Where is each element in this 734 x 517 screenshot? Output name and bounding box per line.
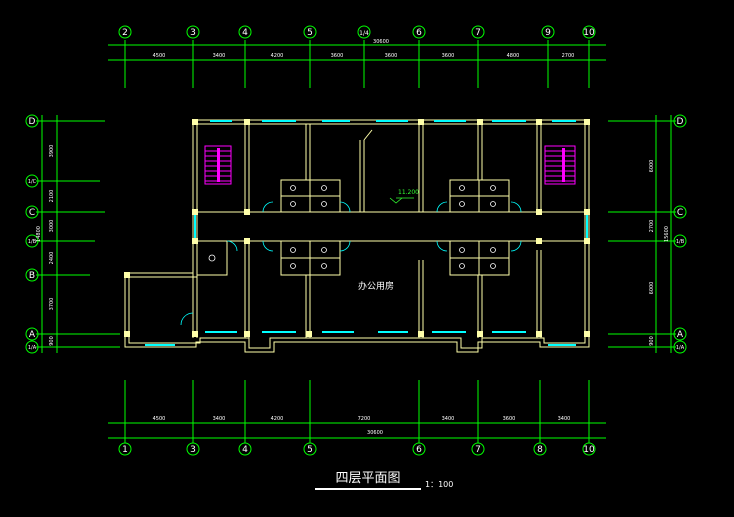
room-label: 办公用房 (358, 280, 394, 292)
left-dim: 3900 (49, 145, 55, 158)
toilet-blocks (196, 179, 510, 276)
stair-right (544, 145, 576, 185)
columns (124, 119, 590, 337)
top-dimensions (108, 40, 606, 88)
left-total-dim: 14800 (36, 226, 42, 242)
top-dim: 4500 (153, 53, 166, 59)
top-axis-label: 2 (122, 28, 128, 38)
right-axis-label: 1/B (676, 239, 685, 245)
left-dim: 3000 (49, 220, 55, 233)
right-dim: 6000 (649, 282, 655, 295)
right-dim-texts: 6000 2700 6000 900 15600 (649, 160, 670, 346)
right-dim: 6000 (649, 160, 655, 173)
left-axis-labels: D 1/C C 1/B B A 1/A (28, 117, 37, 351)
left-axis-label: 1/C (28, 179, 37, 185)
top-axis-label: 4 (242, 28, 248, 38)
drawing-scale: 1：100 (425, 480, 453, 489)
top-dim: 4200 (271, 53, 284, 59)
left-axis-label: A (29, 330, 36, 340)
stair-left-well (217, 148, 220, 182)
right-dim: 900 (649, 336, 655, 346)
right-axis-label: 1/A (676, 345, 685, 351)
bottom-axis-bubbles (118, 442, 596, 456)
right-axis-bubbles (673, 114, 687, 354)
bottom-axis-labels: 1 3 4 5 6 7 8 10 (122, 445, 595, 455)
bottom-total-dim: 30600 (367, 430, 383, 436)
top-dim: 3600 (442, 53, 455, 59)
top-axis-label: 9 (545, 28, 551, 38)
right-dimensions (608, 115, 676, 353)
bottom-axis-label: 1 (122, 445, 128, 455)
bottom-dim: 3400 (442, 416, 455, 422)
right-axis-label: D (677, 117, 684, 127)
bottom-dimensions (108, 380, 606, 443)
bottom-axis-label: 4 (242, 445, 248, 455)
left-dimensions (36, 115, 120, 353)
bottom-dim: 3400 (213, 416, 226, 422)
top-axis-bubbles (118, 25, 596, 39)
left-axis-label: D (29, 117, 36, 127)
top-total-dim: 30600 (373, 39, 389, 45)
toilet-fixtures (208, 185, 496, 269)
bottom-axis-label: 3 (190, 445, 196, 455)
bottom-axis-label: 8 (537, 445, 543, 455)
left-dim-texts: 3900 2100 3000 2400 3700 900 14800 (36, 145, 55, 346)
top-axis-label: 5 (307, 28, 313, 38)
exterior-walls (124, 119, 590, 353)
left-axis-label: B (29, 271, 35, 281)
right-axis-label: C (677, 208, 683, 218)
top-dim: 2700 (562, 53, 575, 59)
elevation-label: 11.200 (398, 189, 419, 196)
top-axis-label: 7 (475, 28, 481, 38)
top-dim: 3600 (385, 53, 398, 59)
bottom-axis-label: 6 (416, 445, 422, 455)
elevation-marker (389, 197, 414, 204)
stair-right-well (562, 148, 565, 182)
top-axis-label: 1/4 (359, 30, 369, 37)
left-dim: 2400 (49, 252, 55, 265)
left-dim: 900 (49, 336, 55, 346)
left-dim: 2100 (49, 190, 55, 203)
top-dim: 3600 (331, 53, 344, 59)
right-total-dim: 15600 (664, 226, 670, 242)
windows (145, 120, 588, 346)
left-axis-bubbles (25, 114, 39, 354)
bottom-dim: 3600 (503, 416, 516, 422)
top-dim: 4800 (507, 53, 520, 59)
right-dim: 2700 (649, 220, 655, 233)
bottom-axis-label: 7 (475, 445, 481, 455)
bottom-axis-label: 10 (583, 445, 595, 455)
left-axis-label: 1/B (28, 239, 37, 245)
right-axis-label: A (677, 330, 684, 340)
bottom-axis-label: 5 (307, 445, 313, 455)
bottom-dim: 7200 (358, 416, 371, 422)
top-dim: 3400 (213, 53, 226, 59)
bottom-dim: 4200 (271, 416, 284, 422)
top-axis-label: 10 (583, 28, 595, 38)
bottom-dim: 3400 (558, 416, 571, 422)
left-axis-label: C (29, 208, 35, 218)
left-dim: 3700 (49, 298, 55, 311)
top-dim-texts: 30600 4500 3400 4200 3600 3600 3600 4800… (153, 39, 575, 59)
bottom-dim-texts: 4500 3400 4200 7200 3400 3600 3400 30600 (153, 416, 571, 436)
top-axis-labels: 2 3 4 5 1/4 6 7 9 10 (122, 28, 595, 38)
top-axis-label: 3 (190, 28, 196, 38)
top-axis-label: 6 (416, 28, 422, 38)
drawing-title: 四层平面图 (335, 471, 400, 486)
left-axis-label: 1/A (28, 345, 37, 351)
bottom-dim: 4500 (153, 416, 166, 422)
right-axis-labels: D C 1/B A 1/A (676, 117, 685, 351)
door-swings (180, 201, 522, 326)
